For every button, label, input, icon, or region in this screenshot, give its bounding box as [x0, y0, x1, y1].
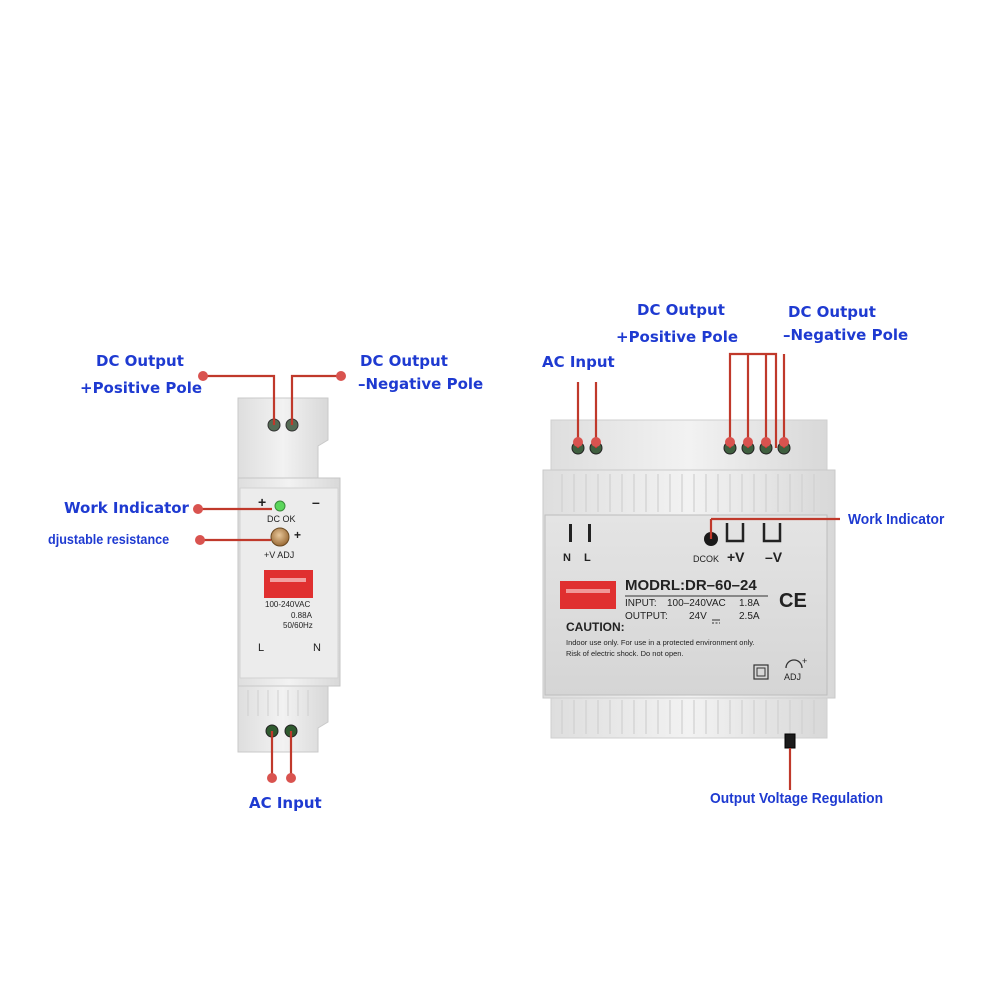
panel-large-adj-plus: + — [802, 656, 808, 666]
callout-work-indicator: Work Indicator — [64, 499, 189, 517]
callout-dc-negative-large-line2: –Negative Pole — [783, 326, 909, 344]
panel-spec-2: 0.88A — [291, 611, 312, 620]
panel-large-input-label: INPUT: — [625, 598, 657, 609]
panel-terminal-n: N — [313, 642, 321, 654]
callout-ac-input-large: AC Input — [542, 353, 615, 371]
callout-work-indicator-large: Work Indicator — [848, 511, 945, 528]
callout-dc-positive-large-line1: DC Output — [637, 301, 725, 319]
panel-large-dcok: DCOK — [693, 554, 720, 564]
panel-large-caution-2: Risk of electric shock. Do not open. — [566, 649, 684, 658]
callout-adjustable-resistance: djustable resistance — [48, 531, 170, 547]
panel-adj-plus: + — [294, 528, 302, 542]
led-indicator — [274, 500, 286, 512]
panel-large-output-voltage: 24V — [689, 611, 707, 622]
callout-dc-negative-large-line1: DC Output — [788, 303, 876, 321]
panel-large-l: L — [584, 552, 591, 564]
callout-dc-negative-line1: DC Output — [360, 352, 448, 370]
panel-large-input-value: 100–240VAC — [667, 598, 726, 609]
callout-dc-positive-line1: DC Output — [96, 352, 184, 370]
panel-large-caution-1: Indoor use only. For use in a protected … — [566, 638, 755, 647]
panel-spec-1: 100-240VAC — [265, 600, 311, 609]
red-badge-large — [560, 581, 616, 609]
panel-minus: – — [312, 494, 320, 510]
panel-large-input-current: 1.8A — [739, 598, 760, 609]
adjust-screw — [784, 733, 796, 749]
panel-large-model: MODRL:DR–60–24 — [625, 577, 757, 594]
panel-large-adj: ADJ — [784, 672, 802, 682]
panel-terminal-l: L — [258, 642, 265, 654]
callout-dc-negative-line2: –Negative Pole — [358, 375, 484, 393]
callout-dc-positive-line2: +Positive Pole — [80, 379, 203, 397]
callout-output-voltage-regulation: Output Voltage Regulation — [710, 790, 884, 807]
panel-dc-ok: DC OK — [267, 514, 296, 524]
ce-mark: CE — [779, 590, 807, 612]
small-module — [237, 397, 341, 753]
leader-dots — [193, 371, 789, 783]
panel-large-caution-title: CAUTION: — [566, 620, 625, 634]
panel-large-n: N — [563, 552, 571, 564]
red-badge — [264, 570, 313, 598]
front-label-plate — [544, 514, 828, 696]
panel-v-adj: +V ADJ — [264, 550, 295, 560]
callout-dc-positive-large-line2: +Positive Pole — [616, 328, 739, 346]
panel-plus: + — [258, 494, 267, 510]
panel-large-output-current: 2.5A — [739, 611, 760, 622]
callout-ac-input-small: AC Input — [249, 794, 322, 812]
panel-spec-3: 50/60Hz — [283, 621, 313, 630]
adjust-potentiometer — [270, 527, 290, 547]
panel-large-output-label: OUTPUT: — [625, 611, 668, 622]
panel-large-minus-v: –V — [765, 549, 783, 565]
panel-large-plus-v: +V — [727, 549, 745, 565]
